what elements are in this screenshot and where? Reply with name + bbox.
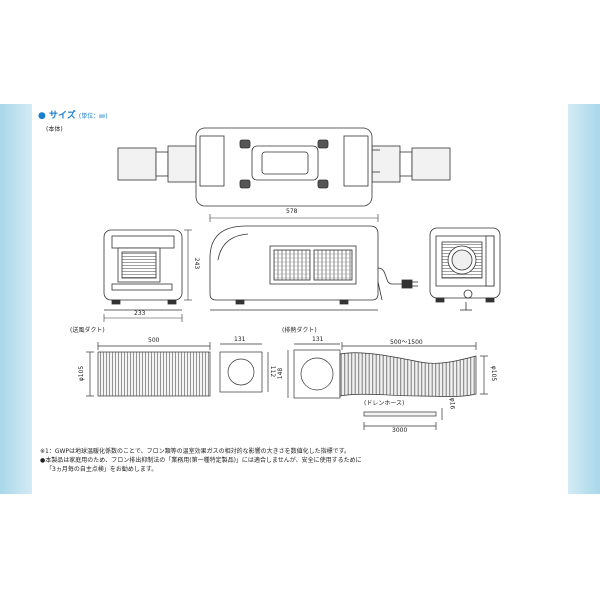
note-inspection: 「3ヵ月毎の自主点検」をお勧めします。 — [46, 466, 158, 473]
dim-supply-adapter-width: 131 — [234, 336, 246, 343]
supply-duct-label: (送風ダクト) — [70, 327, 105, 334]
bullet-icon: ● — [38, 111, 46, 121]
top-view — [117, 127, 451, 207]
dim-supply-diameter: φ105 — [78, 365, 86, 382]
side-view-left — [103, 229, 183, 311]
drain-hose-drawing — [363, 408, 443, 430]
dim-drain-length: 3000 — [392, 427, 408, 434]
exhaust-duct-drawing — [287, 342, 488, 399]
dim-width: 578 — [286, 208, 298, 215]
dim-exhaust-diameter: φ105 — [490, 365, 498, 382]
note-fluorocarbon: ●本製品は家庭用のため、フロン排出抑制法の「業務用(第一種特定製品)」には適合し… — [40, 457, 362, 464]
dim-exhaust-adapter-height: 148 — [277, 367, 285, 380]
dim-drain-diameter: φ16 — [448, 397, 456, 410]
dim-depth: 233 — [134, 310, 146, 317]
dim-supply-adapter-height: 112 — [269, 365, 277, 378]
supply-duct-drawing — [86, 342, 269, 397]
dim-exhaust-adapter-width: 131 — [312, 336, 324, 343]
exhaust-duct-label: (排熱ダクト) — [282, 327, 317, 334]
unit-label: (単位：㎜) — [78, 113, 108, 120]
note-gwp: ※1：GWPは地球温暖化係数のことで、フロン類等の温室効果ガスの相対的な影響の大… — [40, 448, 351, 455]
dim-supply-length: 500 — [148, 337, 160, 344]
body-label: (本体) — [46, 126, 63, 133]
dim-height: 243 — [193, 257, 201, 270]
body-dimension-lines — [103, 214, 379, 322]
section-title-text: サイズ — [49, 111, 76, 121]
rear-view-right — [429, 227, 501, 311]
section-title: ● サイズ (単位：㎜) — [38, 108, 108, 121]
drain-hose-label: (ドレンホース) — [364, 400, 405, 407]
front-view-center — [209, 225, 418, 311]
dim-exhaust-length: 500〜1500 — [390, 339, 423, 346]
